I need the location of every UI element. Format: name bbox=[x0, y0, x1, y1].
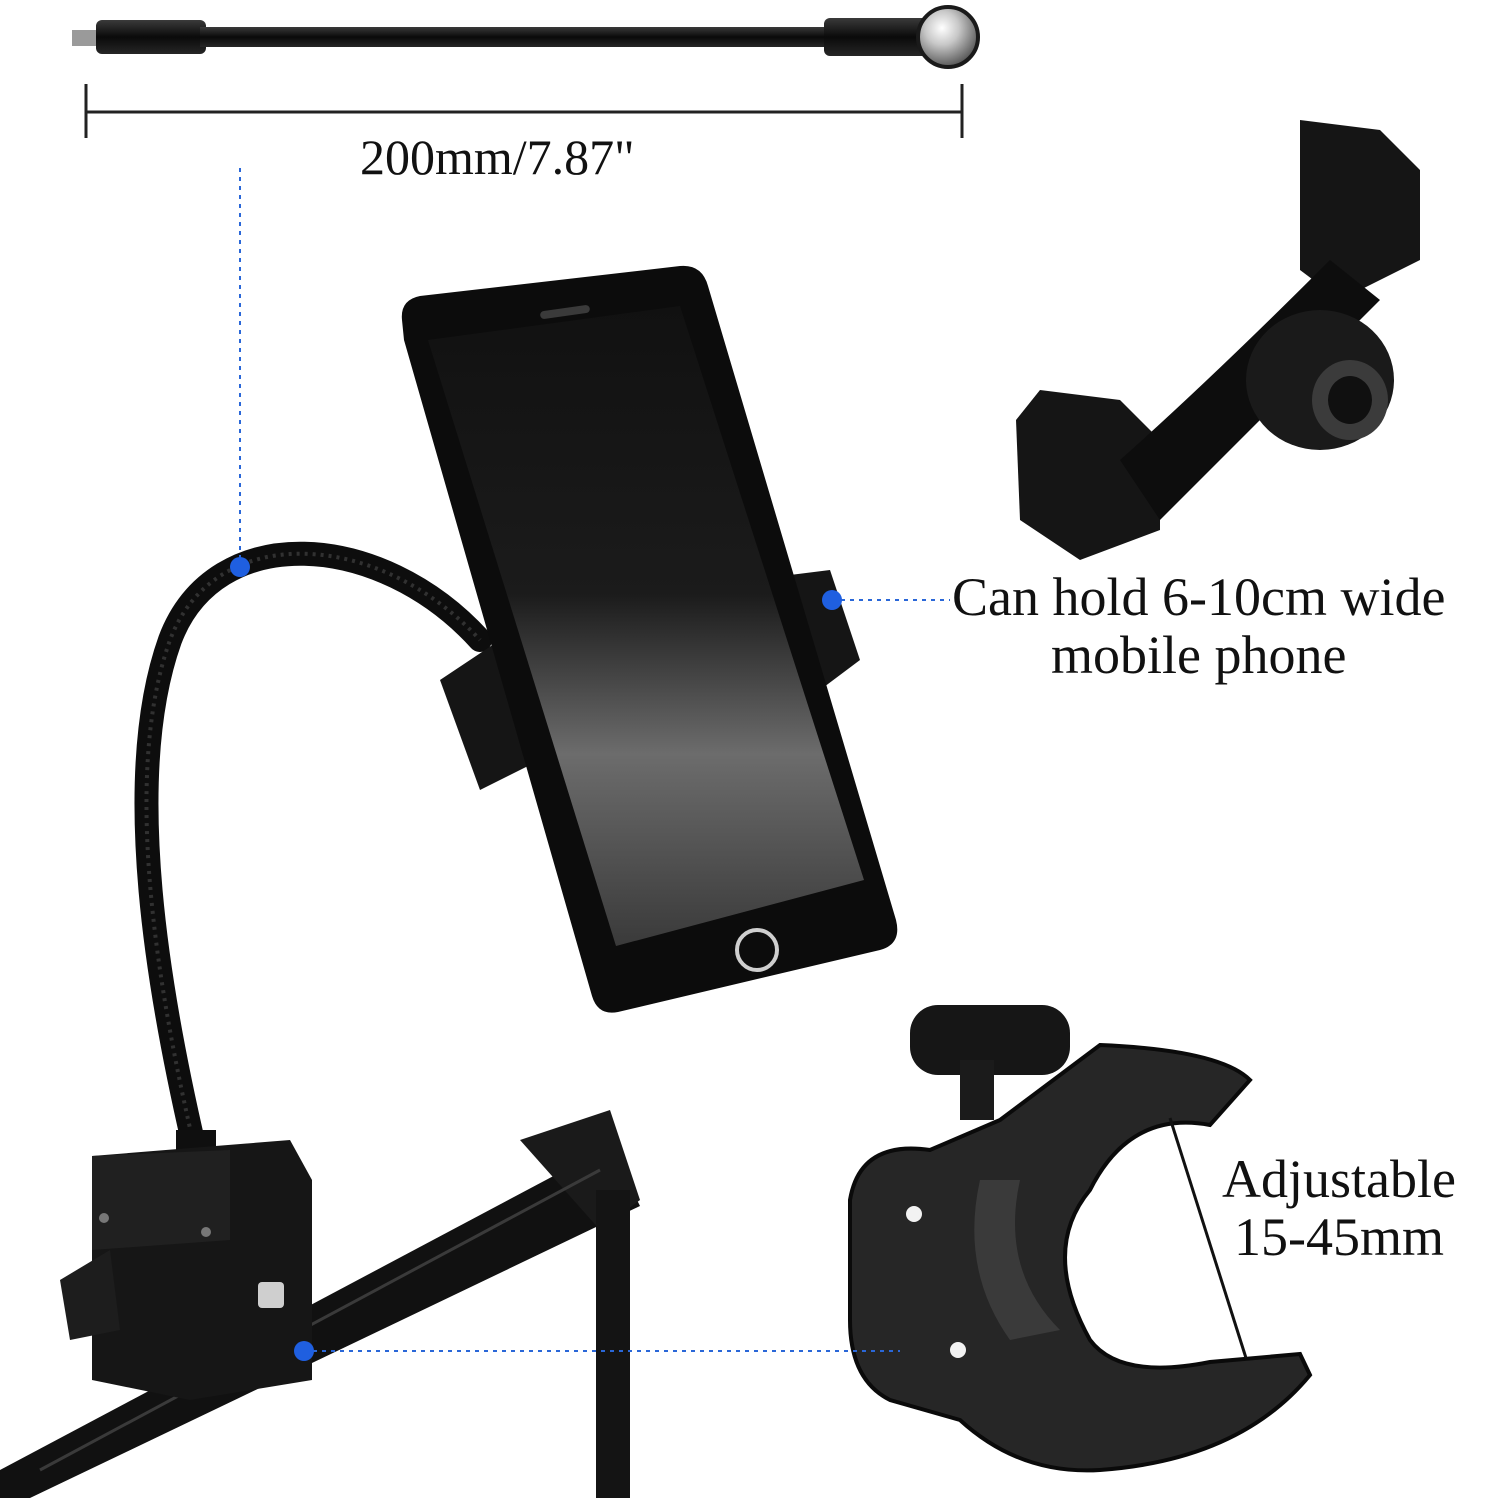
earpiece bbox=[540, 305, 590, 319]
callout-lines bbox=[239, 168, 950, 1352]
smartphone bbox=[401, 265, 898, 1013]
phone-holder bbox=[1016, 120, 1420, 560]
callout-dot-clamp bbox=[294, 1341, 314, 1361]
ball-joint bbox=[916, 5, 980, 69]
gooseneck-arm-curved bbox=[134, 541, 492, 1162]
phone-width-line2: mobile phone bbox=[1050, 625, 1347, 686]
clamp-range-label: Adjustable 15-45mm bbox=[1222, 1150, 1456, 1267]
clamp-range-line2: 15-45mm bbox=[1233, 1207, 1444, 1268]
gooseneck-length-label: 200mm/7.87" bbox=[360, 129, 635, 185]
desk-bar bbox=[0, 1110, 640, 1498]
clamp-range-line1: Adjustable bbox=[1222, 1149, 1456, 1209]
arm-clamp-base bbox=[60, 1130, 312, 1400]
arm-end-right bbox=[824, 18, 944, 56]
callout-dot-phone bbox=[822, 590, 842, 610]
phone-width-line1: Can hold 6-10cm wide bbox=[952, 567, 1446, 627]
clamp-knob bbox=[910, 1005, 1070, 1075]
bar-clamp bbox=[848, 1005, 1313, 1473]
home-button-icon bbox=[735, 928, 779, 972]
arm-end-left bbox=[96, 20, 206, 54]
arm-flex-section bbox=[200, 27, 830, 47]
phone-clamp bbox=[440, 570, 860, 790]
gooseneck-arm-top bbox=[72, 5, 980, 69]
thread-tip bbox=[72, 30, 98, 46]
phone-width-label: Can hold 6-10cm wide mobile phone bbox=[952, 568, 1445, 685]
dimension-line bbox=[84, 84, 964, 138]
callout-dot-arm bbox=[230, 557, 250, 577]
callout-dots bbox=[230, 557, 842, 1361]
